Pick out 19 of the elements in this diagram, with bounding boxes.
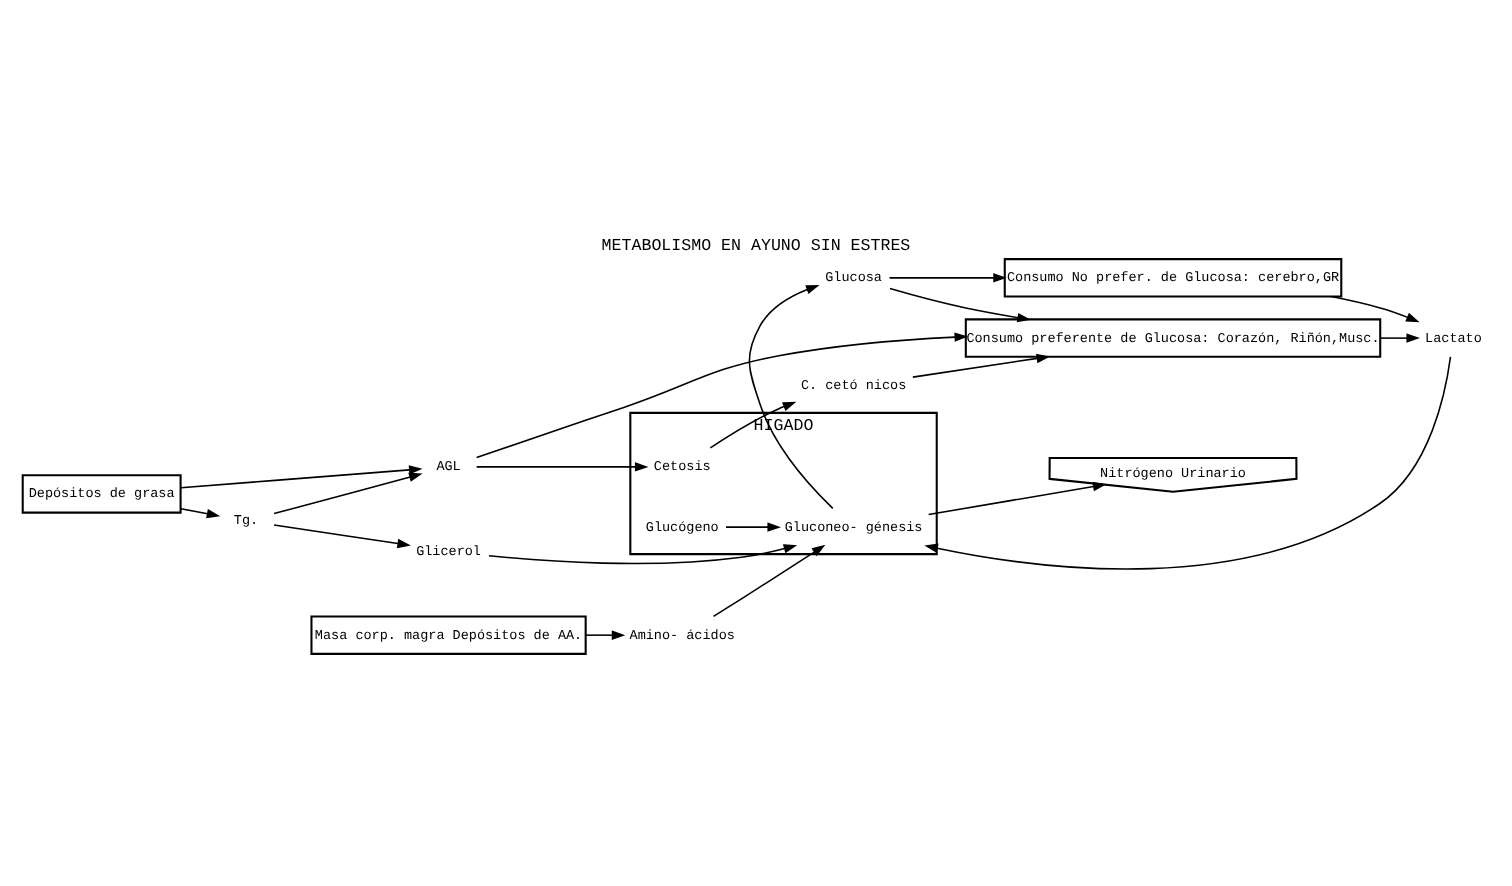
arrow <box>273 472 423 515</box>
arrow <box>1330 295 1420 323</box>
arrow <box>889 287 1031 323</box>
arrow <box>584 630 626 640</box>
arrow <box>888 273 1007 283</box>
arrow <box>488 544 798 565</box>
arrow <box>475 332 969 459</box>
arrow <box>180 507 221 519</box>
arrow <box>725 522 781 532</box>
arrow <box>1379 333 1420 343</box>
arrow <box>924 356 1452 570</box>
arrow <box>748 285 834 510</box>
diagram-title: METABOLISMO EN AYUNO SIN ESTRES <box>601 237 911 256</box>
arrow <box>927 481 1107 516</box>
arrow <box>912 353 1051 378</box>
arrow <box>712 544 826 618</box>
arrow <box>273 524 411 549</box>
arrow <box>180 465 423 489</box>
arrow <box>475 462 649 472</box>
